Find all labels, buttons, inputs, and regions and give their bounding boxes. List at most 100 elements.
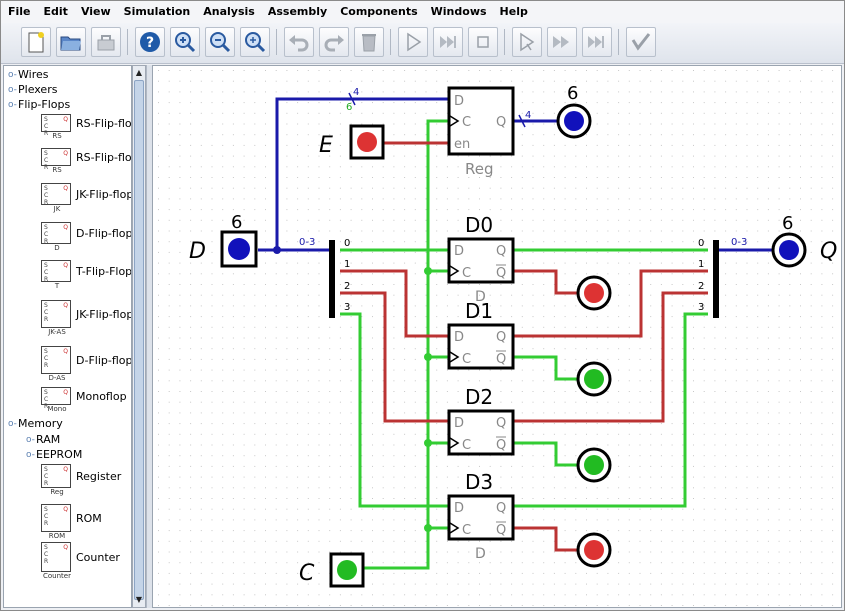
grid-dot	[832, 433, 834, 435]
bit2-wire[interactable]	[340, 291, 449, 423]
expand-toggle-icon[interactable]: o-	[26, 450, 35, 460]
tree-component-label[interactable]: D-Flip-flop,	[76, 354, 132, 367]
collapse-toggle-icon[interactable]: o-	[8, 100, 17, 110]
split-pane-divider[interactable]	[146, 65, 152, 608]
step-button[interactable]	[433, 27, 463, 57]
tree-component-label[interactable]: RS-Flip-flop	[76, 117, 132, 130]
pin-value-led[interactable]	[228, 238, 250, 260]
register-component[interactable]: D C Q en Reg	[447, 86, 515, 178]
help-button[interactable]: ?	[135, 27, 165, 57]
fast-forward-button[interactable]	[547, 27, 577, 57]
fast-step-button[interactable]	[582, 27, 612, 57]
splitter-in[interactable]: 0-3 0 1 2 3	[299, 237, 350, 318]
input-pin-d[interactable]: 6 D	[189, 212, 258, 268]
zoom-fit-button[interactable]	[240, 27, 270, 57]
menu-file[interactable]: File	[8, 5, 31, 18]
q1-wire[interactable]	[513, 269, 708, 338]
new-file-button[interactable]	[21, 27, 51, 57]
circuit-canvas[interactable]: 4 6 4 0-3 0 1 2 3 0-3	[152, 65, 842, 608]
tree-component-label[interactable]: JK-Flip-flop	[76, 308, 132, 321]
input-pin-e[interactable]: E	[319, 124, 385, 160]
redo-button[interactable]	[319, 27, 349, 57]
clock-wire[interactable]	[363, 119, 449, 570]
menu-windows[interactable]: Windows	[430, 5, 487, 18]
menu-components[interactable]: Components	[340, 5, 418, 18]
grid-dot	[735, 70, 737, 71]
tree-memory-component-label[interactable]: ROM	[76, 512, 102, 525]
tree-folder-wires[interactable]: o-Wires	[8, 67, 48, 83]
undo-button[interactable]	[284, 27, 314, 57]
tree-folder-eeprom[interactable]: o-EEPROM	[26, 447, 82, 463]
tree-component-label[interactable]: T-Flip-Flop	[76, 265, 132, 278]
menu-help[interactable]: Help	[499, 5, 528, 18]
menu-edit[interactable]: Edit	[43, 5, 68, 18]
tree-component-label[interactable]: RS-Flip-flop	[76, 151, 132, 164]
expand-toggle-icon[interactable]: o-	[26, 435, 35, 445]
delete-button[interactable]	[354, 27, 384, 57]
zoom-out-button[interactable]	[205, 27, 235, 57]
tree-component-label[interactable]: Monoflop	[76, 390, 127, 403]
open-button[interactable]	[56, 27, 86, 57]
run-button[interactable]	[512, 27, 542, 57]
expand-toggle-icon[interactable]: o-	[8, 85, 17, 95]
tree-memory-component-label[interactable]: Counter	[76, 551, 120, 564]
grid-dot	[329, 91, 331, 93]
close-project-button[interactable]	[91, 27, 121, 57]
menu-assembly[interactable]: Assembly	[267, 5, 328, 18]
tree-memory-component-label[interactable]: Register	[76, 470, 122, 483]
tree-component-sublabel: D-AS	[48, 374, 66, 382]
grid-dot	[607, 198, 609, 200]
bit3-wire[interactable]	[340, 312, 449, 508]
tree-folder-memory[interactable]: o-Memory	[8, 416, 63, 432]
menu-view[interactable]: View	[80, 5, 111, 18]
collapse-toggle-icon[interactable]: o-	[8, 419, 17, 429]
q2-led-wire[interactable]	[513, 441, 578, 467]
input-pin-c[interactable]: C	[299, 552, 365, 588]
q0-led-wire[interactable]	[513, 269, 578, 295]
tree-folder-ram[interactable]: o-RAM	[26, 432, 60, 448]
clock-branch-wire[interactable]	[428, 269, 449, 530]
pin-value-led[interactable]	[337, 560, 357, 580]
menu-analysis[interactable]: Analysis	[203, 5, 255, 18]
q3-led-wire[interactable]	[513, 526, 578, 552]
expand-toggle-icon[interactable]: o-	[8, 70, 17, 80]
q2-wire[interactable]	[513, 291, 708, 423]
menu-simulation[interactable]: Simulation	[123, 5, 191, 18]
tree-folder-plexers[interactable]: o-Plexers	[8, 82, 57, 98]
tree-folder-flipflops[interactable]: o-Flip-Flops	[8, 97, 70, 113]
analyze-button[interactable]	[626, 27, 656, 57]
select-tool-button[interactable]	[398, 27, 428, 57]
q1-led-wire[interactable]	[513, 355, 578, 381]
grid-dot	[821, 391, 823, 392]
circuit-drawing[interactable]: 4 6 4 0-3 0 1 2 3 0-3	[153, 66, 842, 608]
zoom-in-button[interactable]	[170, 27, 200, 57]
tree-component-label[interactable]: D-Flip-flop	[76, 227, 132, 240]
scroll-up-icon[interactable]: ▲	[135, 68, 143, 77]
pin-value-led[interactable]	[357, 132, 377, 152]
scroll-thumb[interactable]	[134, 80, 144, 600]
tree-component-label[interactable]: JK-Flip-flop	[76, 188, 132, 201]
reg-data-bus[interactable]	[275, 97, 449, 250]
stop-button[interactable]	[468, 27, 498, 57]
scroll-down-icon[interactable]: ▼	[135, 595, 143, 604]
grid-dot	[232, 305, 234, 307]
q3-wire[interactable]	[513, 312, 708, 508]
splitter-out[interactable]: 0-3 0 1 2 3	[698, 237, 747, 318]
tree-scrollbar[interactable]: ▲ ▼	[132, 65, 146, 608]
bit1-wire[interactable]	[340, 269, 449, 338]
